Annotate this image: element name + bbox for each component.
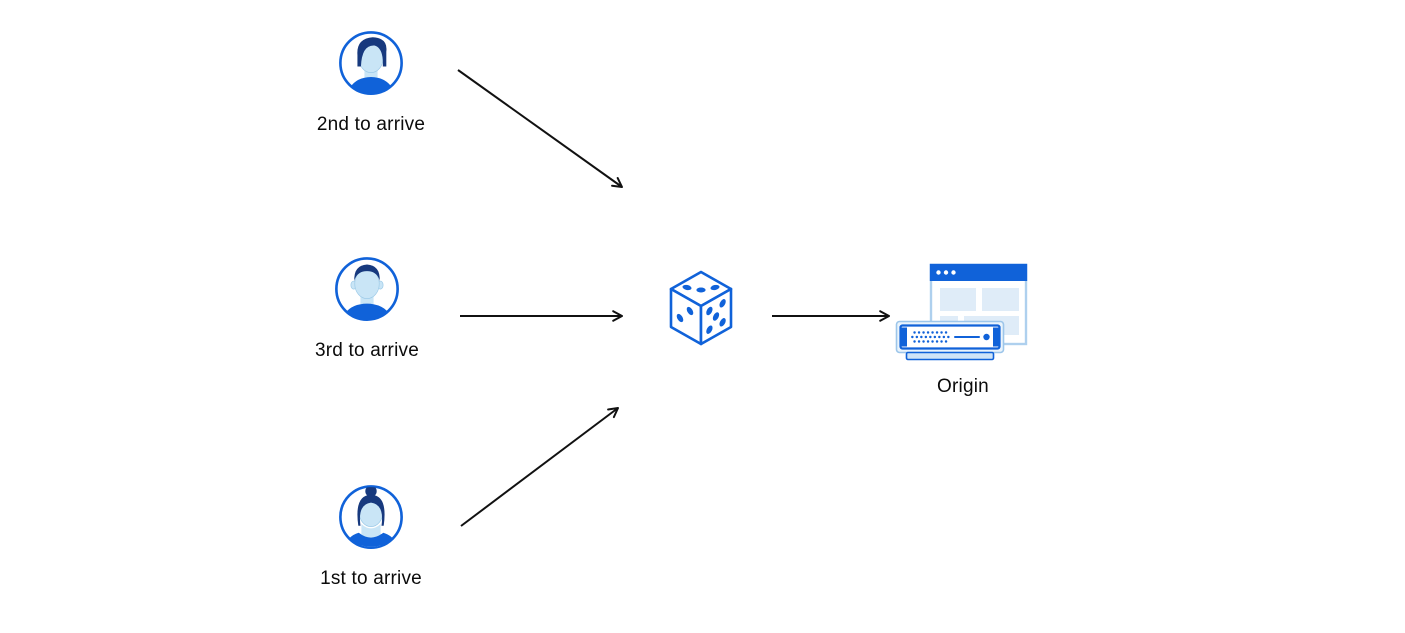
visitor-first-label: 1st to arrive	[320, 568, 422, 589]
origin-label: Origin	[937, 376, 989, 397]
avatar-man-swept-hair-icon	[339, 31, 403, 95]
visitor-second-node: 2nd to arrive	[291, 28, 451, 136]
arrow-second-to-dice	[457, 69, 623, 188]
visitor-third-label: 3rd to arrive	[315, 340, 419, 361]
visitor-third-node: 3rd to arrive	[287, 254, 447, 362]
dice-icon	[669, 270, 733, 346]
server-icon	[895, 320, 1005, 361]
avatar-woman-bun-icon	[339, 485, 403, 549]
arrow-first-to-dice	[460, 407, 619, 527]
visitor-first-node: 1st to arrive	[291, 482, 451, 590]
dice-node	[666, 267, 736, 349]
origin-node: Origin	[895, 260, 1031, 398]
visitor-second-label: 2nd to arrive	[316, 114, 426, 135]
origin-server-browser-icon	[895, 263, 1028, 361]
avatar-man-short-hair-icon	[335, 257, 399, 321]
